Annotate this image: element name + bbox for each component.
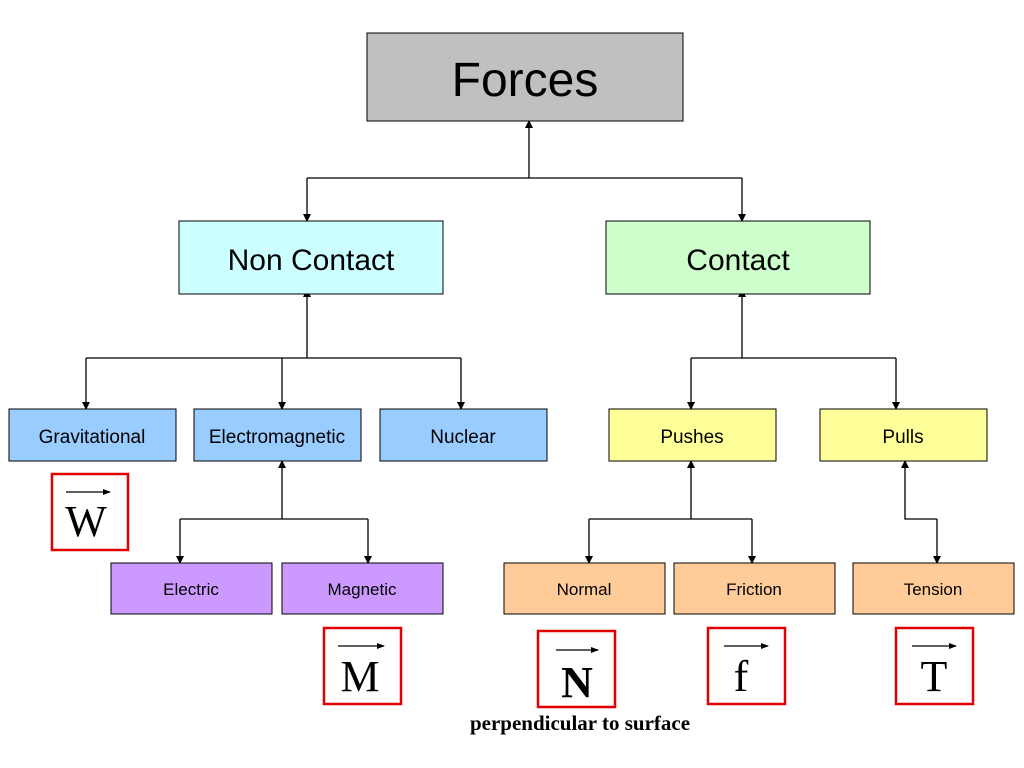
node-pushes-box: [608, 408, 777, 462]
node-magnetic-box: [281, 562, 444, 615]
normal-force-caption: perpendicular to surface: [470, 711, 690, 735]
node-electric-label: Electric: [163, 580, 219, 599]
vector-symbol-t: T: [894, 626, 975, 706]
vector-symbol-n-letter: N: [561, 658, 593, 707]
node-tension: Tension: [852, 562, 1015, 615]
node-contact: Contact: [605, 220, 871, 295]
node-electric-box: [110, 562, 273, 615]
node-contact-box: [605, 220, 871, 295]
node-tension-label: Tension: [904, 580, 963, 599]
connector-pulls-up: [901, 460, 937, 520]
node-contact-label: Contact: [686, 244, 790, 277]
node-non-contact-box: [178, 220, 444, 295]
node-friction-box: [673, 562, 836, 615]
node-friction-label: Friction: [726, 580, 782, 599]
node-normal-box: [503, 562, 666, 615]
vector-symbol-w-letter: W: [65, 497, 107, 546]
node-pulls-box: [819, 408, 988, 462]
vector-symbol-n-box: [536, 629, 617, 709]
node-forces: Forces: [366, 32, 684, 122]
node-electromagnetic-label: Electromagnetic: [209, 427, 345, 448]
connectors: [82, 120, 941, 564]
node-gravitational-box: [8, 408, 177, 462]
node-magnetic: Magnetic: [281, 562, 444, 615]
node-magnetic-label: Magnetic: [328, 580, 397, 599]
node-nuclear-label: Nuclear: [430, 427, 496, 448]
node-pushes-label: Pushes: [660, 427, 723, 448]
vector-symbol-f-letter: f: [734, 652, 749, 701]
node-non-contact: Non Contact: [178, 220, 444, 295]
node-pulls-label: Pulls: [882, 427, 923, 448]
node-nuclear: Nuclear: [379, 408, 548, 462]
vector-symbol-m-letter: M: [340, 652, 379, 701]
node-forces-box: [366, 32, 684, 122]
node-pulls: Pulls: [819, 408, 988, 462]
vector-symbol-m-box: [322, 626, 403, 706]
node-forces-label: Forces: [452, 54, 599, 107]
node-electric: Electric: [110, 562, 273, 615]
vector-symbol-t-box: [894, 626, 975, 706]
node-friction: Friction: [673, 562, 836, 615]
node-electromagnetic-box: [193, 408, 362, 462]
node-non-contact-label: Non Contact: [228, 244, 395, 277]
node-gravitational-label: Gravitational: [39, 427, 146, 448]
vector-symbol-f: f: [706, 626, 787, 706]
node-nuclear-box: [379, 408, 548, 462]
vector-symbol-t-letter: T: [921, 652, 948, 701]
vector-symbol-n: N: [536, 629, 617, 709]
node-pushes: Pushes: [608, 408, 777, 462]
node-normal: Normal: [503, 562, 666, 615]
vector-symbol-w: W: [50, 472, 130, 552]
node-normal-label: Normal: [557, 580, 612, 599]
vector-symbol-f-box: [706, 626, 787, 706]
node-gravitational: Gravitational: [8, 408, 177, 462]
node-electromagnetic: Electromagnetic: [193, 408, 362, 462]
vector-symbol-w-box: [50, 472, 130, 552]
node-tension-box: [852, 562, 1015, 615]
vector-symbol-m: M: [322, 626, 403, 706]
